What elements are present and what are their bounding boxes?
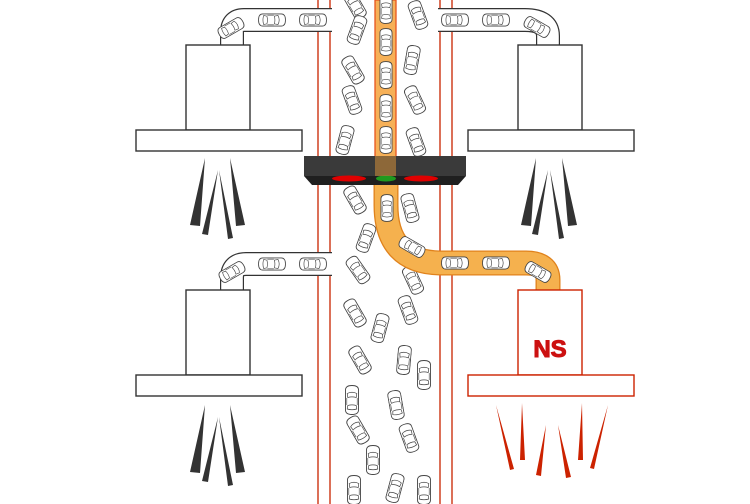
exhaust-rays-icon	[190, 158, 245, 239]
router-signal-red-right-icon	[404, 175, 438, 182]
server-top-right	[467, 44, 635, 239]
car-icon	[344, 413, 372, 447]
car-icon	[340, 83, 364, 117]
exhaust-rays-icon	[190, 405, 245, 486]
car-icon	[345, 385, 359, 415]
server-tower	[185, 289, 251, 376]
server-base	[467, 374, 635, 397]
car-icon	[441, 13, 469, 27]
car-icon	[299, 13, 327, 27]
router-signal-green-icon	[376, 175, 396, 182]
exhaust-rays-icon	[496, 403, 608, 478]
car-icon	[482, 256, 510, 270]
car-icon	[386, 389, 406, 421]
car-icon	[384, 471, 406, 504]
car-icon	[379, 126, 393, 154]
car-icon	[334, 123, 356, 157]
car-icon	[379, 0, 393, 24]
car-icon	[258, 257, 286, 271]
router-lane-overlay	[375, 156, 396, 176]
car-icon	[417, 475, 431, 504]
car-icon	[341, 296, 369, 330]
car-icon	[380, 194, 394, 222]
car-icon	[339, 53, 367, 87]
car-icon	[402, 44, 422, 76]
car-icon	[345, 13, 369, 47]
car-icon	[258, 13, 286, 27]
car-icon	[482, 13, 510, 27]
server-tower	[517, 289, 583, 376]
exhaust-rays-icon	[521, 158, 577, 239]
server-bottom-left	[135, 289, 303, 486]
server-base	[135, 374, 303, 397]
logo-text: NS	[533, 336, 566, 363]
car-icon	[404, 125, 428, 159]
car-icon	[346, 343, 374, 377]
traffic-router-device	[304, 156, 466, 185]
car-icon	[347, 475, 361, 504]
car-icon	[354, 221, 378, 255]
car-icon	[366, 445, 380, 475]
server-top-left	[135, 44, 303, 239]
server-tower	[517, 44, 583, 131]
car-icon	[343, 253, 373, 287]
car-icon	[397, 421, 421, 455]
car-icon	[395, 344, 413, 376]
server-bottom-right: NS	[467, 289, 635, 478]
car-icon	[417, 360, 431, 390]
car-icon	[396, 293, 420, 327]
car-icon	[379, 61, 393, 89]
server-base	[467, 129, 635, 152]
router-top	[304, 156, 466, 176]
car-icon	[379, 94, 393, 122]
car-icon	[369, 311, 391, 345]
car-icon	[379, 28, 393, 56]
car-icon	[402, 83, 428, 117]
car-icon	[299, 257, 327, 271]
car-icon	[406, 0, 430, 32]
router-signal-red-left-icon	[332, 175, 366, 182]
server-base	[135, 129, 303, 152]
car-icon	[341, 183, 369, 217]
ns-logo-icon: NS	[533, 336, 567, 364]
car-icon	[441, 256, 469, 270]
car-icon	[399, 191, 421, 225]
server-tower	[185, 44, 251, 131]
